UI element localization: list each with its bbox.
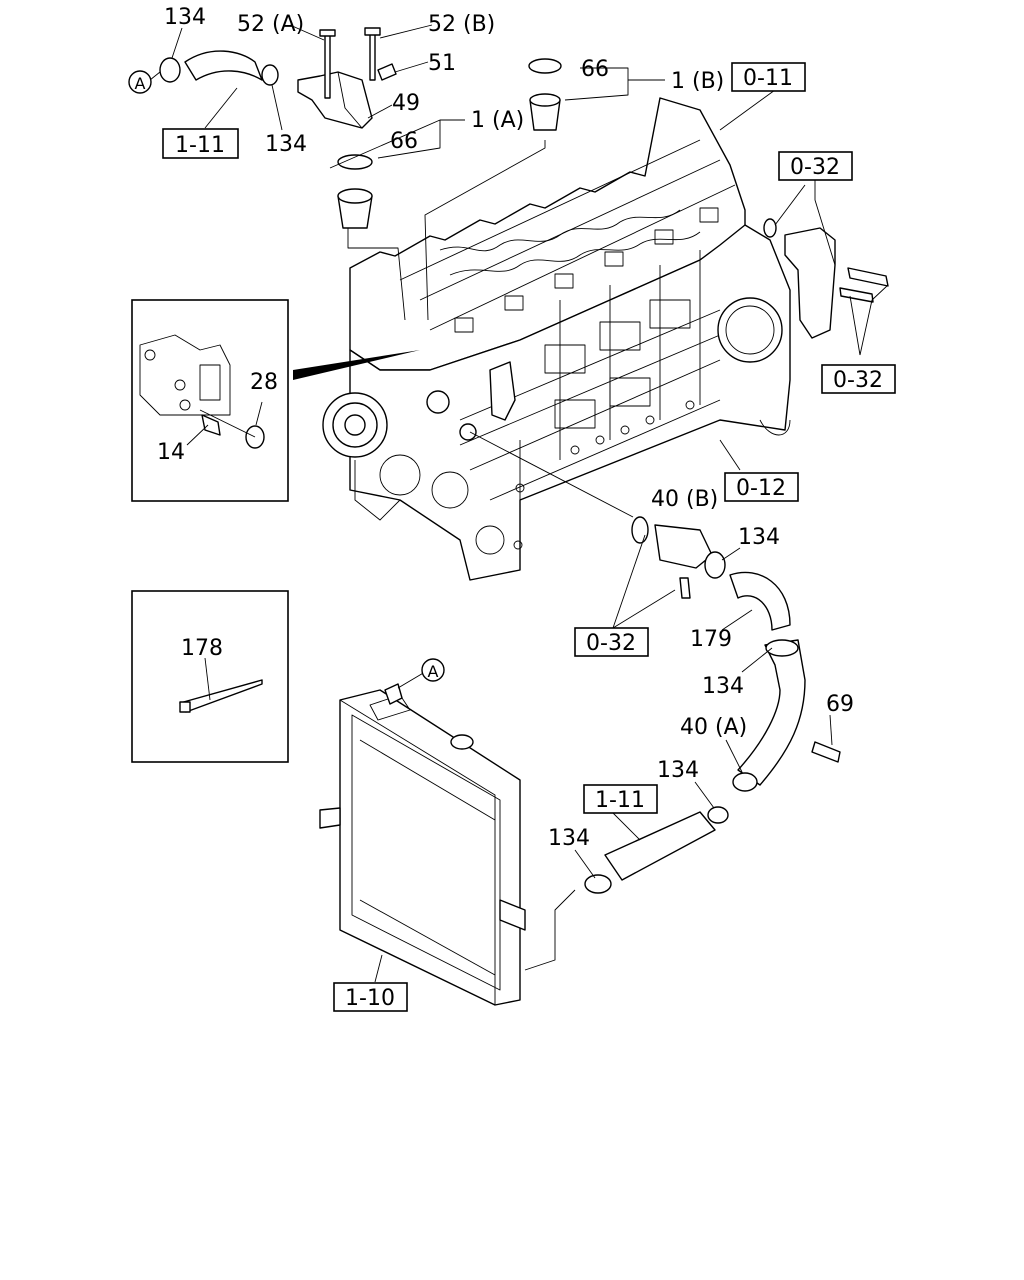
ref-0-32-right: 0-32	[833, 368, 883, 393]
callout-134-right-lower: 134	[702, 674, 744, 699]
leader-lines	[149, 24, 889, 983]
reference-boxes: 1-11 0-11 0-32 0-32 0-12 0-32 1-11 1-10	[162, 62, 896, 1012]
marker-a-top-label: A	[135, 74, 146, 93]
callout-52a: 52 (A)	[237, 12, 304, 37]
callout-66-lower: 66	[390, 129, 418, 154]
ref-0-32-top: 0-32	[790, 155, 840, 180]
engine-block-illustration	[322, 97, 791, 581]
callout-66-upper: 66	[581, 57, 609, 82]
callout-69: 69	[826, 692, 854, 717]
inset-cable-tie	[131, 590, 289, 763]
callout-49: 49	[392, 91, 420, 116]
callout-134-bottom-right: 134	[657, 758, 699, 783]
callout-178: 178	[181, 636, 223, 661]
ref-0-11: 0-11	[743, 66, 793, 91]
callout-40b: 40 (B)	[651, 487, 718, 512]
callout-40a: 40 (A)	[680, 715, 747, 740]
callout-28: 28	[250, 370, 278, 395]
marker-a-bottom: A	[421, 658, 445, 682]
callout-134-bottom-left: 134	[548, 826, 590, 851]
water-outlet-and-bolts	[763, 218, 889, 339]
callout-134-right: 134	[738, 525, 780, 550]
upper-hose-and-thermostat-housing	[159, 27, 562, 229]
callout-1a: 1 (A)	[471, 108, 524, 133]
callout-52b: 52 (B)	[428, 12, 495, 37]
lower-pipes-and-connector	[584, 516, 841, 894]
callout-14: 14	[157, 440, 185, 465]
inset-drain-plug	[131, 299, 420, 502]
callout-134-mid: 134	[265, 132, 307, 157]
radiator-illustration	[319, 683, 526, 1006]
callout-51: 51	[428, 51, 456, 76]
marker-a-bottom-label: A	[428, 662, 439, 681]
ref-1-11-top: 1-11	[175, 133, 225, 158]
marker-a-top: A	[128, 70, 152, 94]
ref-0-32-bottom: 0-32	[586, 631, 636, 656]
callout-1b: 1 (B)	[671, 69, 724, 94]
ref-1-10: 1-10	[345, 986, 395, 1011]
ref-0-12: 0-12	[736, 476, 786, 501]
callout-134-top: 134	[164, 5, 206, 30]
ref-1-11-bottom: 1-11	[595, 788, 645, 813]
callout-179: 179	[690, 627, 732, 652]
callout-labels: 134 52 (A) 52 (B) 51 49 134 66 66 1 (A) …	[157, 5, 854, 851]
